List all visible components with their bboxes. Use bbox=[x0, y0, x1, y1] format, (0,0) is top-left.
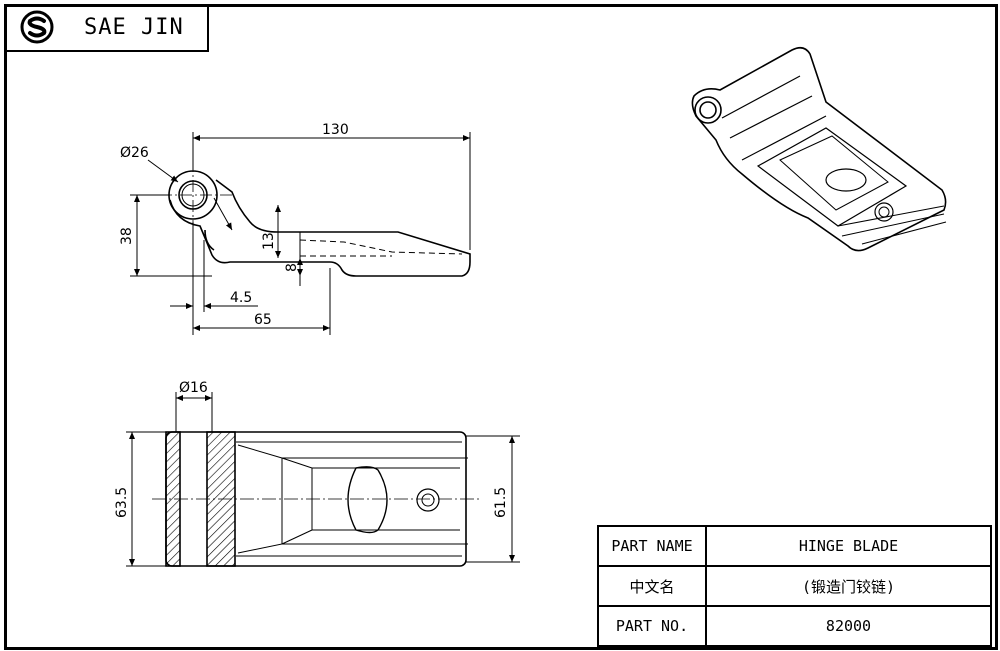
dim-d26: Ø26 bbox=[120, 145, 149, 161]
dim-65: 65 bbox=[254, 312, 272, 328]
slot-outline bbox=[347, 466, 388, 534]
dim-8: 8 bbox=[284, 263, 300, 272]
iso-stamp-logo-icon bbox=[874, 202, 894, 222]
relief-curve bbox=[204, 229, 215, 251]
company-logo-box: SAE JIN bbox=[4, 4, 209, 52]
drawing-frame bbox=[4, 4, 998, 650]
iso-eye bbox=[694, 96, 722, 124]
title-label-part-name: PART NAME bbox=[597, 525, 707, 567]
sj-logo-icon bbox=[20, 10, 54, 44]
company-name: SAE JIN bbox=[84, 14, 184, 40]
isometric-view bbox=[691, 46, 947, 252]
title-row-part-no: PART NO. 82000 bbox=[597, 605, 992, 647]
dim-130: 130 bbox=[322, 122, 349, 138]
side-view bbox=[160, 160, 471, 277]
dim-4-5: 4.5 bbox=[230, 290, 252, 306]
top-view bbox=[152, 431, 480, 567]
title-value-part-name: HINGE BLADE bbox=[705, 525, 992, 567]
title-value-chinese-name: (锻造门铰链) bbox=[705, 565, 992, 607]
dim-38: 38 bbox=[119, 227, 135, 245]
title-label-part-no: PART NO. bbox=[597, 605, 707, 647]
dim-13: 13 bbox=[261, 232, 277, 250]
dimension-labels: Ø26 130 38 13 8 4.5 65 Ø16 63.5 61.5 bbox=[114, 122, 509, 518]
hidden-line bbox=[299, 239, 463, 255]
title-label-chinese-name: 中文名 bbox=[597, 565, 707, 607]
blade-outline bbox=[169, 179, 471, 277]
iso-outline bbox=[691, 46, 947, 252]
dim-61-5: 61.5 bbox=[493, 487, 509, 518]
dim-d16: Ø16 bbox=[179, 380, 208, 396]
top-view-dimensions bbox=[126, 392, 520, 567]
dim-63-5: 63.5 bbox=[114, 487, 130, 518]
stamp-logo-icon bbox=[416, 488, 440, 512]
title-block: PART NAME HINGE BLADE 中文名 (锻造门铰链) PART N… bbox=[597, 525, 992, 647]
title-row-chinese-name: 中文名 (锻造门铰链) bbox=[597, 565, 992, 607]
title-value-part-no: 82000 bbox=[705, 605, 992, 647]
title-row-part-name: PART NAME HINGE BLADE bbox=[597, 525, 992, 567]
side-view-dimensions bbox=[130, 132, 471, 335]
